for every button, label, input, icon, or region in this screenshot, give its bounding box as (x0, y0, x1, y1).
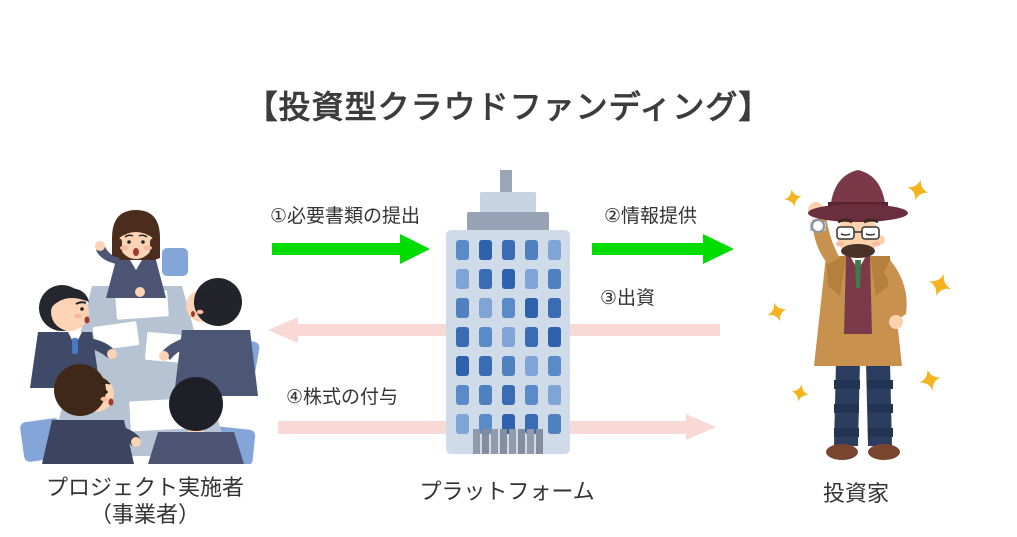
arrow-documents-right (272, 234, 430, 264)
flow-label-information: ②情報提供 (604, 205, 698, 227)
entity-label-platform: プラットフォーム (402, 479, 612, 506)
investor-coat (814, 256, 907, 366)
person-top (95, 210, 166, 298)
flow-label-shares: ④株式の付与 (286, 386, 399, 408)
entity-label-implementer: プロジェクト実施者 （事業者） (20, 475, 270, 529)
arrow-information-right (592, 234, 734, 264)
investor-label: 投資家 (822, 482, 889, 507)
investor-legs (826, 361, 900, 460)
green-arrow-icon (592, 234, 734, 264)
investor-illustration (768, 170, 952, 460)
investor-head (808, 170, 908, 258)
person-bottom-left (42, 364, 141, 464)
building-roof (467, 212, 549, 234)
implementer-sublabel: （事業者） (89, 503, 200, 528)
sparkle-icons (768, 179, 952, 402)
flow-label-documents: ①必要書類の提出 (270, 205, 421, 227)
flow-label-investment: ③出資 (600, 287, 656, 309)
diagram-title: 【投資型クラウドファンディング】 (245, 88, 772, 126)
platform-label: プラットフォーム (419, 480, 595, 505)
building-illustration (446, 170, 570, 454)
person-bottom-right (148, 377, 244, 464)
building-penthouse (480, 192, 536, 216)
green-arrow-icon (272, 234, 430, 264)
implementer-label: プロジェクト実施者 (45, 476, 244, 501)
meeting-group-illustration (20, 210, 260, 464)
entity-label-investor: 投資家 (786, 481, 926, 508)
building-entrance (473, 429, 543, 454)
